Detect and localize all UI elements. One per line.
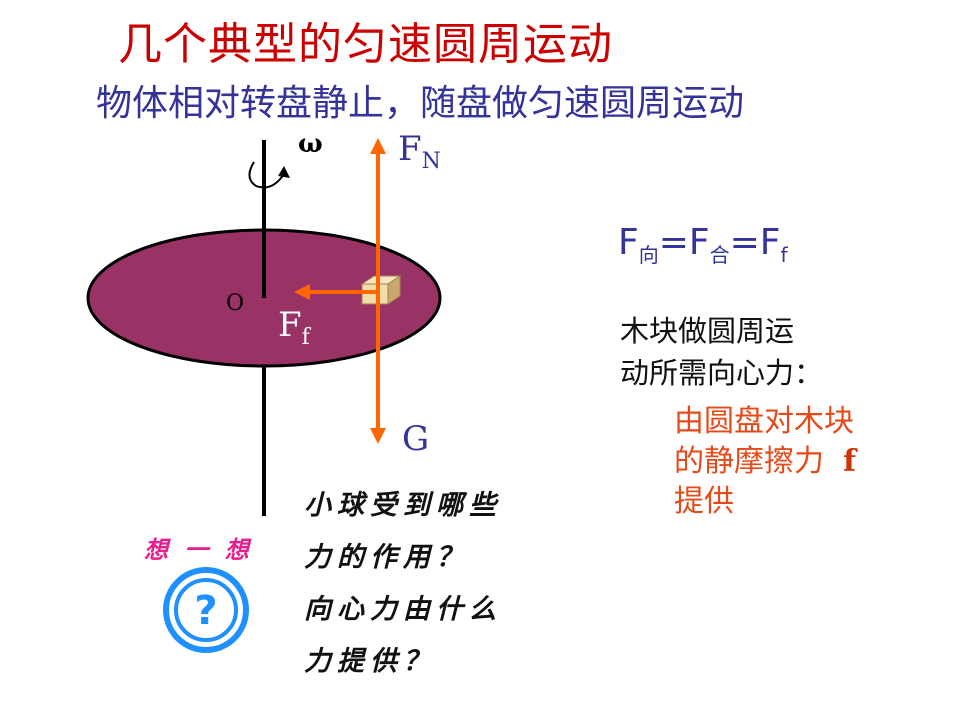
explanation-line-1: 木块做圆周运 [620,314,795,348]
force-formula: F向=F合=Ff [618,222,788,268]
gravity-arrowhead [370,428,386,444]
formula-sub-3: f [780,243,788,267]
formula-sub-2: 合 [709,243,730,267]
slide-subtitle: 物体相对转盘静止，随盘做匀速圆周运动 [96,83,745,124]
fn-label-main: F [398,129,422,169]
svg-text:?: ? [194,588,217,634]
think-label: 想 一 想 [144,535,253,564]
question-line-1: 小球受到哪些 [304,490,502,521]
ff-label: Ff [278,305,312,350]
question-circle-icon: ? [163,567,249,653]
formula-part-2: =F [658,222,710,263]
friction-force-arrowhead [294,284,310,300]
fn-label: FN [398,129,441,174]
red-text-static-friction: 的静摩擦力 [674,444,824,479]
ff-label-main: F [278,305,302,345]
slide-title: 几个典型的匀速圆周运动 [118,19,613,70]
formula-part-3: =F [729,222,781,263]
fn-label-sub: N [422,149,441,174]
rotation-arrow-icon [248,161,285,189]
red-explanation-line-1: 由圆盘对木块 [674,404,854,439]
rotation-arrow-head [278,166,290,178]
formula-sub-1: 向 [638,243,659,267]
red-text-f: f [843,444,856,479]
question-line-4: 力提供？ [304,646,436,677]
question-line-3: 向心力由什么 [304,594,502,625]
red-explanation-line-3: 提供 [674,484,734,519]
g-label: G [402,419,429,459]
explanation-line-2: 动所需向心力： [620,356,824,390]
center-label: O [226,291,244,316]
ff-label-sub: f [302,325,312,350]
formula-part-1: F [618,222,639,263]
question-line-2: 力的作用？ [304,542,469,573]
omega-label: ω [298,129,323,159]
normal-force-arrowhead [370,138,386,154]
red-explanation-line-2: 的静摩擦力 f [674,442,856,482]
